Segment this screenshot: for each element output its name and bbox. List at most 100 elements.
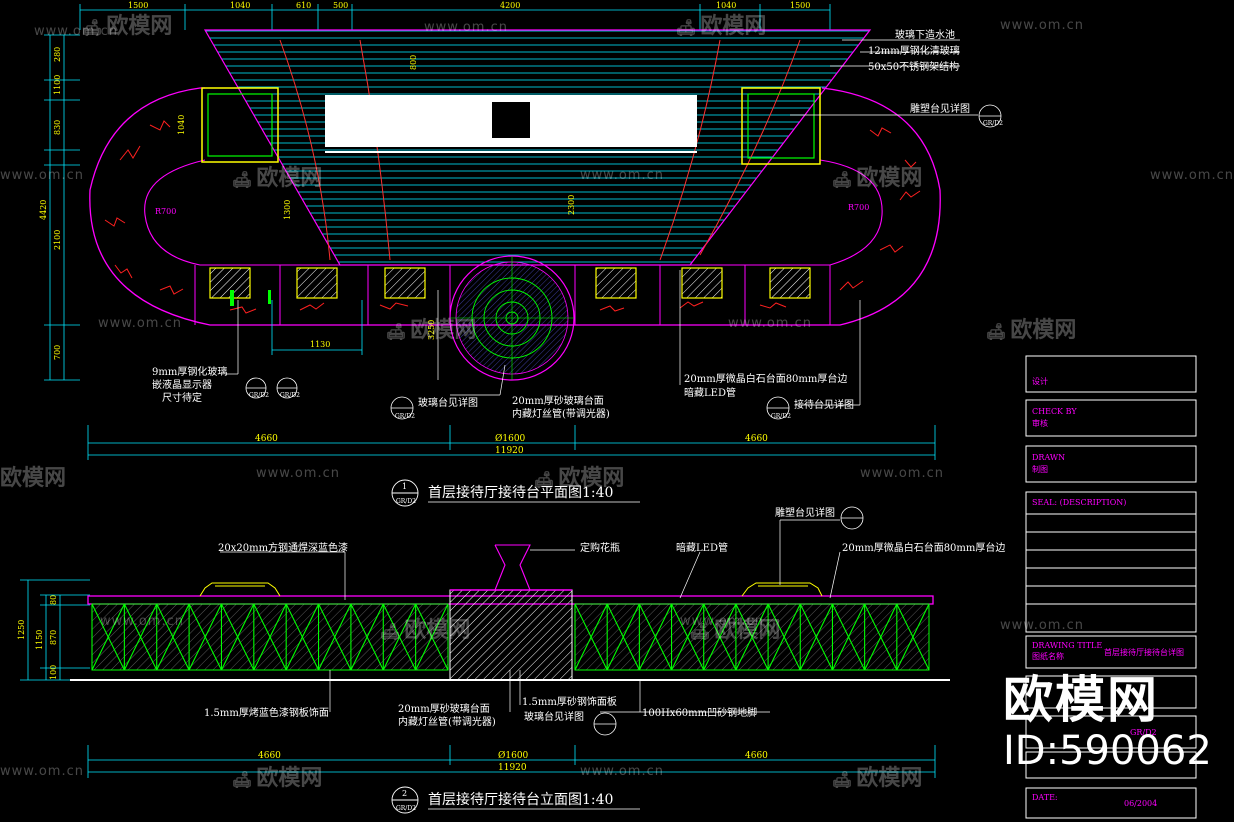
dim-top-2: 1040 [230,1,250,10]
note-skirting: 100Hx60mm凹砂钢地脚 [642,706,757,719]
plan-top-dimension-labels: 1500 1040 610 500 4200 1040 1500 [128,1,810,10]
note-panel: 1.5mm厚烤蓝色漆钢板饰面 [204,706,329,719]
dim-elev-2: 1150 [35,630,44,650]
lattice-line [253,603,287,671]
note-screen2: 嵌液晶显示器 [152,378,212,391]
lattice-line [703,603,737,671]
lattice-line [735,603,769,671]
elev-leaders [220,519,841,713]
tb-drawing-title-value: 首层接待厅接待台详图 [1104,647,1184,657]
plan-left-dimension [44,34,80,381]
note-sand-glass: 20mm厚砂玻璃台面 [512,394,604,407]
lattice-line [415,603,449,671]
elev-vase [494,544,531,591]
marble-veins [104,120,921,314]
cad-drawing-canvas: 1500 1040 610 500 4200 1040 1500 280 110… [17,1,1197,819]
plan-title: 首层接待厅接待台平面图1:40 [428,484,613,501]
note-hidden-led: 暗藏LED管 [684,386,736,399]
tb-check-by: CHECK BY [1032,407,1077,416]
dim-plan-total: 11920 [495,446,524,456]
dim-1130: 1130 [310,340,330,349]
note-tube: 20x20mm方钢通焊深蓝色漆 [218,541,348,554]
elevation-view: 1250 1150 870 80 100 [17,506,1005,814]
tb-drawing-title-cn: 图纸名称 [1032,651,1064,661]
dim-top-1: 1500 [128,1,148,10]
tb-drawing-title: DRAWING TITLE [1032,641,1102,650]
callout-1: GR/D2 [983,120,1003,127]
elev-left-dimension [20,579,90,681]
lattice-line [638,603,673,671]
plan-notes: 玻璃下造水池 12mm厚钢化清玻璃 50x50不锈钢架结构 雕塑台见详图 9mm… [152,28,970,420]
elev-sculpture-stands [199,582,823,597]
tb-seal: SEAL: (DESCRIPTION) [1032,498,1126,507]
plan-view-sheet: GR/D2 [396,498,416,505]
lattice-line [123,603,158,671]
dim-elev-center: Ø1600 [498,750,529,761]
elev-glass-table [449,589,573,681]
reception-desk-outline [89,87,941,326]
tb-date: DATE: [1032,793,1058,802]
elev-view-sheet: GR/D2 [396,805,416,812]
dim-top-7: 1500 [790,1,810,10]
tb-drawn-cn: 制图 [1032,464,1048,474]
dim-top-5: 4200 [500,1,520,10]
note-screen3: 尺寸待定 [162,391,202,404]
brand-id: ID:590062 [1003,728,1212,774]
lattice-line [220,603,255,671]
tb-drawn: DRAWN [1032,453,1065,462]
lattice-line [767,603,801,671]
dim-plan-right: 4660 [745,434,768,444]
plan-bottom-dimension [87,425,936,460]
note-glass: 12mm厚钢化清玻璃 [868,44,960,57]
note-steel: 1.5mm厚砂钢饰面板 [522,695,617,708]
dim-top-6: 1040 [716,1,736,10]
dim-inner-5: 3250 [427,320,436,340]
dim-left-1: 280 [53,47,62,62]
elev-view-number: 2 [402,789,407,798]
tb-sheet-value: GR/D2 [1130,728,1157,737]
note-elev-stone: 20mm厚微晶白石台面80mm厚台边 [842,541,1005,554]
elev-bottom-dimension [87,745,936,778]
dim-top-3: 610 [296,1,311,10]
brand-name: 欧模网 [1003,671,1159,729]
plan-view: 1500 1040 610 500 4200 1040 1500 280 110… [39,1,1003,507]
dim-elev-3: 870 [49,630,58,645]
dim-top-4: 500 [333,1,348,10]
lattice-line [318,603,352,671]
note-stone-top: 20mm厚微晶白石台面80mm厚台边 [684,372,847,385]
elev-callouts [593,506,864,736]
note-frame: 50x50不锈钢架结构 [868,60,959,73]
lattice-line [606,603,640,671]
sculpture-stand-right [741,87,821,165]
tb-design: 设计 [1032,376,1048,386]
glass-pool [203,29,872,266]
dim-elev-right: 4660 [745,751,768,761]
lattice-line [831,603,866,671]
note-pool: 玻璃下造水池 [895,28,955,41]
dim-left-4: 4420 [39,200,48,220]
elev-lattice-cross-lines [91,603,930,671]
lattice-line [188,603,222,671]
plan-left-dimension-labels: 280 1100 830 4420 2100 700 [39,47,62,360]
plan-view-number: 1 [402,482,407,491]
note-reception: 接待台见详图 [794,398,854,411]
dim-elev-left: 4660 [258,751,281,761]
dim-elev-4: 80 [49,595,58,605]
dim-elev-5: 100 [49,665,58,680]
lattice-line [156,603,190,671]
elev-view-title: 2 GR/D2 首层接待厅接待台立面图1:40 [391,786,640,814]
lattice-line [574,603,608,671]
dim-elev-1: 1250 [17,620,26,640]
dim-inner-2: 800 [409,55,418,70]
callout-3: GR/D2 [280,392,300,399]
lattice-line [382,603,417,671]
plan-view-title: 1 GR/D2 首层接待厅接待台平面图1:40 [391,479,640,507]
lattice-line [91,603,125,671]
radius-right: R700 [848,203,869,212]
dim-inner-3: 1300 [283,200,292,220]
lcd-screen-center [492,102,530,138]
dim-plan-center: Ø1600 [495,433,526,444]
note-glass-table: 玻璃台见详图 [418,396,478,409]
note-led-tube: 内藏灯丝管(带调光器) [512,407,610,420]
dim-elev-total: 11920 [498,763,527,773]
